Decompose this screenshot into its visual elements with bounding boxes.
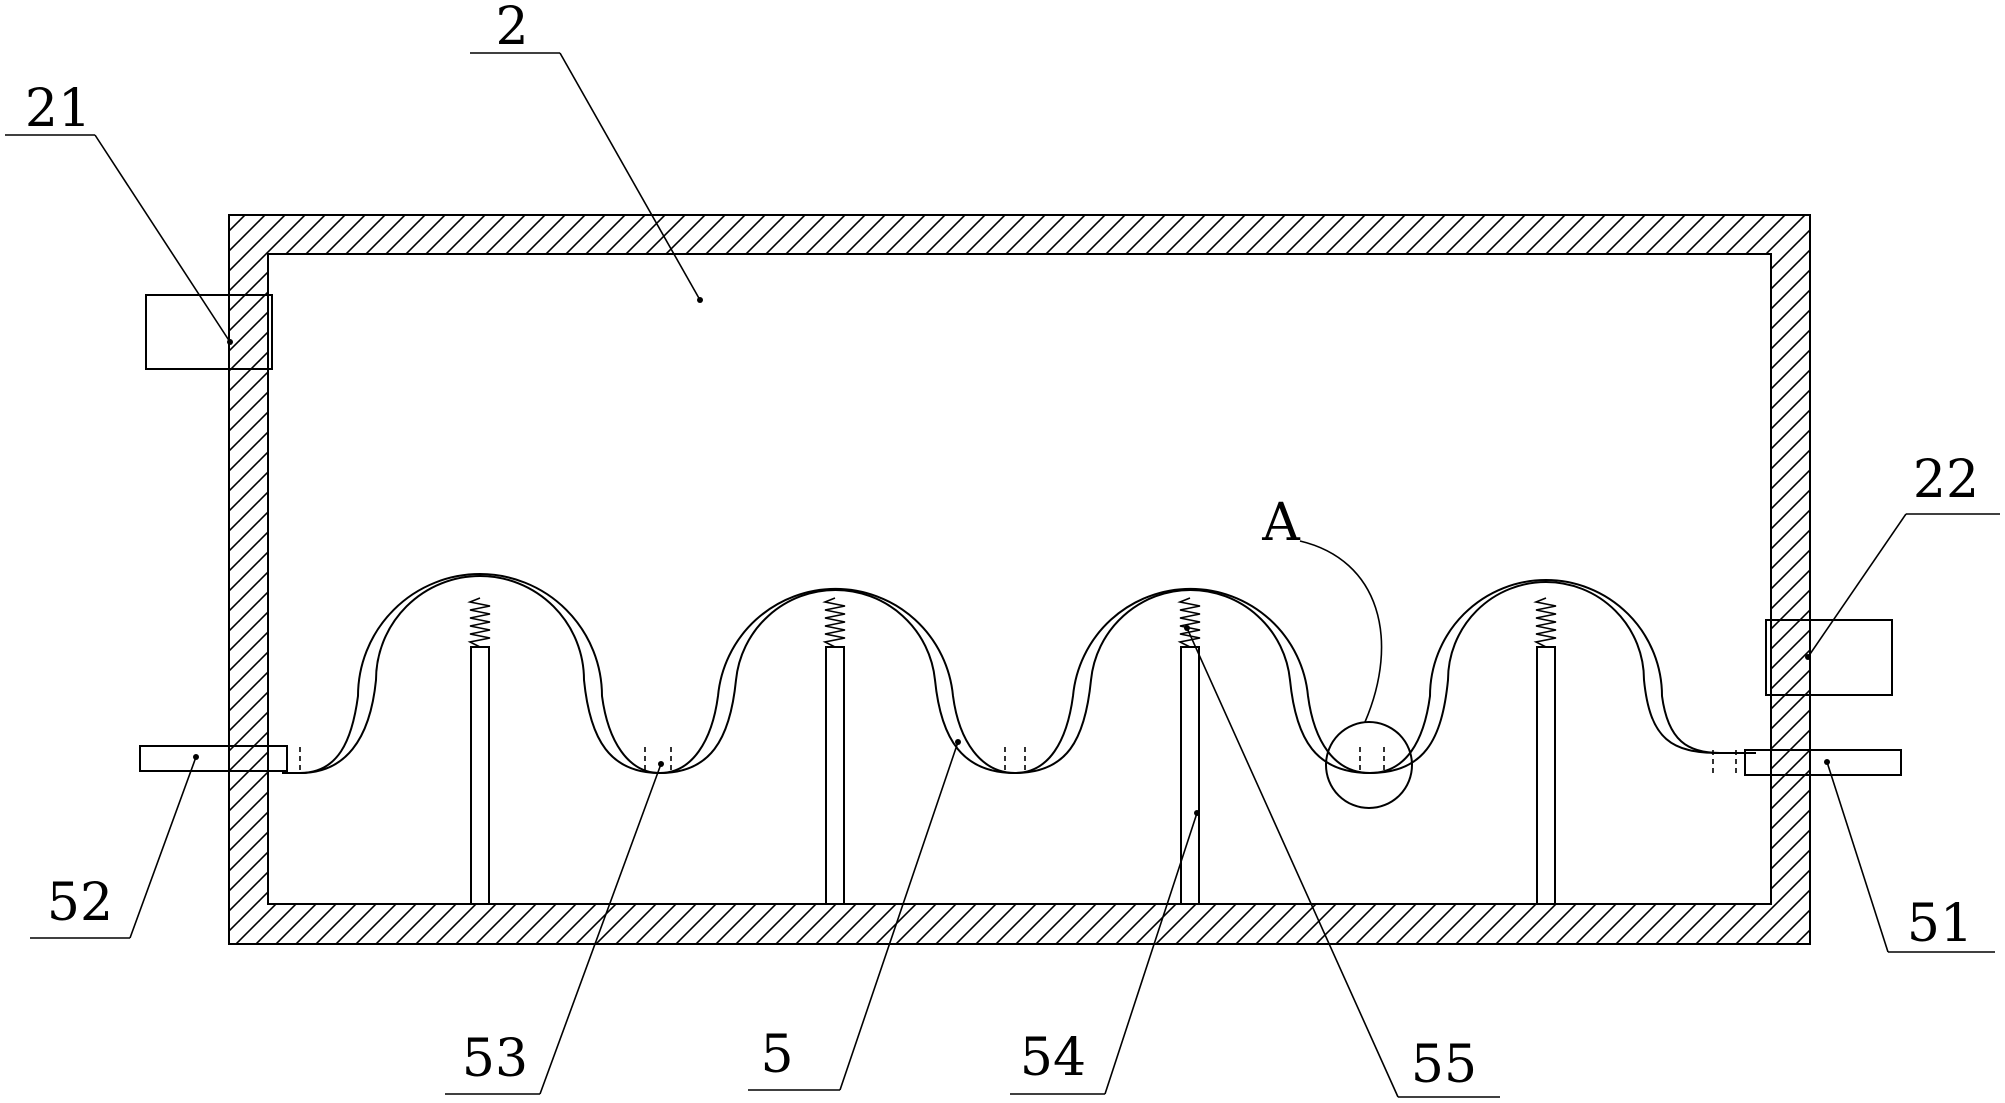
leader-line: [539, 763, 662, 1095]
tube-outer-wall: [282, 575, 1756, 775]
leader-line: [1826, 761, 1889, 953]
leader-dot: [955, 739, 961, 745]
label-housing: 2: [495, 0, 528, 57]
support-rods: [470, 646, 1556, 905]
leader-dot: [1184, 625, 1190, 631]
label-tube-right-end: 51: [1907, 894, 1973, 954]
leader-dot: [697, 297, 703, 303]
label-outlet-box: 22: [1913, 450, 1979, 510]
leader-line: [559, 52, 701, 301]
tube-left-end: [139, 745, 288, 772]
label-detail-a: A: [1261, 493, 1301, 553]
outlet-box: [1765, 619, 1893, 696]
label-joint: 53: [462, 1029, 528, 1089]
support-rod: [825, 646, 845, 905]
spring: [467, 597, 491, 648]
leader-dot: [227, 339, 233, 345]
leader-line: [839, 741, 959, 1091]
inlet-box: [145, 294, 273, 370]
leader-dot: [658, 761, 664, 767]
tube-right-end: [1744, 749, 1902, 776]
leader-line: [1186, 627, 1399, 1098]
housing: [228, 214, 1811, 945]
leader-line: [1299, 540, 1383, 723]
leader-dot: [1805, 654, 1811, 660]
detail-a-circle: [1325, 721, 1413, 809]
springs: [467, 597, 1557, 648]
leader-dot: [193, 754, 199, 760]
leader-line: [94, 134, 231, 343]
label-inlet-box: 21: [25, 79, 91, 139]
support-rod: [1180, 646, 1200, 905]
label-tube-left-end: 52: [47, 873, 113, 933]
support-rod: [470, 646, 490, 905]
spring: [1177, 597, 1201, 648]
tube-inner-wall: [282, 573, 1756, 775]
label-support-rod: 54: [1020, 1028, 1086, 1088]
leader-dots: [193, 297, 1830, 816]
leader-dot: [1824, 759, 1830, 765]
leader-dot: [1194, 810, 1200, 816]
leader-lines: [5, 52, 2000, 1098]
label-spring: 55: [1411, 1035, 1477, 1095]
housing-wall: [228, 214, 1811, 945]
label-tube: 5: [760, 1025, 793, 1085]
leader-line: [1807, 513, 1907, 658]
joints: [286, 747, 1737, 775]
leader-line: [1104, 812, 1198, 1095]
leader-line: [129, 756, 197, 939]
spring: [1533, 597, 1557, 648]
reference-labels: 2 21 22 A 52 51 53 5 54 55: [25, 0, 1979, 1095]
spring: [822, 597, 846, 648]
support-rod: [1536, 646, 1556, 905]
serpentine-tube: [282, 573, 1756, 775]
